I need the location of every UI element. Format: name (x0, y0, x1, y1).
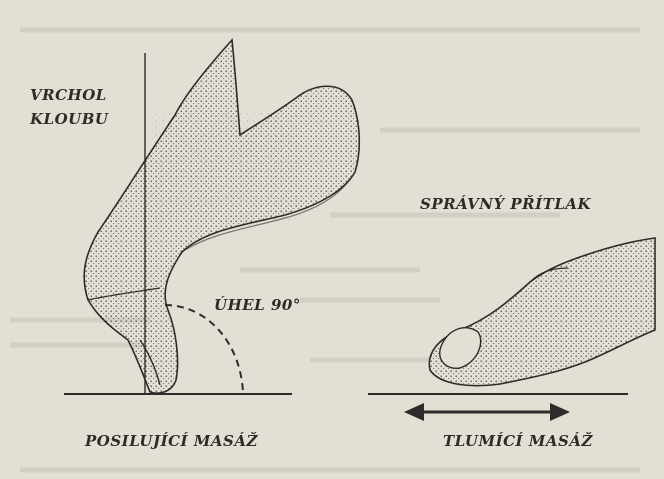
joint-apex-label-line2: KLOUBU (30, 110, 109, 128)
damping-massage-caption: TLUMÍCÍ MASÁŽ (443, 432, 593, 450)
angle-label: ÚHEL 90° (214, 296, 301, 314)
double-arrow-icon (404, 403, 570, 421)
flat-finger-icon (429, 238, 655, 386)
bent-finger-icon (84, 40, 359, 393)
strengthening-massage-caption: POSILUJÍCÍ MASÁŽ (85, 432, 258, 450)
correct-pressure-label: SPRÁVNÝ PŘÍTLAK (420, 195, 591, 213)
joint-apex-label-line1: VRCHOL (30, 86, 107, 104)
